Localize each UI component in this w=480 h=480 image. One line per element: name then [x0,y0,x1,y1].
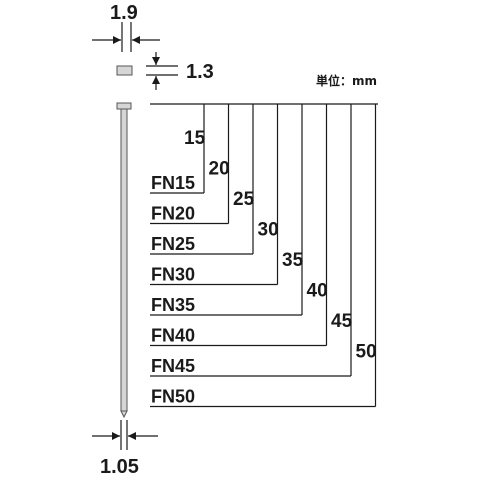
model-name-label: FN45 [151,356,195,376]
nail-side-view [116,102,132,419]
head-cross-section [116,65,133,76]
model-name-label: FN50 [151,387,195,407]
model-name-label: FN40 [151,326,195,346]
shank-width-label: 1.05 [100,456,139,478]
nail-tip [120,410,128,419]
length-value-label: 40 [307,281,328,302]
length-value-label: 45 [331,311,353,332]
length-value-label: 35 [282,250,304,271]
head-width-arrowhead-right [132,36,140,44]
head-width-dimension: 1.9 [92,2,160,52]
head-thickness-dimension: 1.3 [146,52,214,90]
model-name-label: FN20 [151,204,195,224]
head-thickness-arrowhead-bottom [152,76,160,84]
model-name-label: FN35 [151,295,195,315]
length-value-label: 15 [184,128,206,149]
length-value-label: 30 [258,220,279,241]
nail-head [116,102,132,110]
length-value-label: 50 [356,342,377,363]
length-value-label: 20 [209,159,230,180]
head-width-arrowhead-left [113,36,121,44]
nail-shank [120,108,128,412]
model-name-label: FN15 [151,173,195,193]
shank-width-dimension: 1.05 [92,420,158,478]
shank-width-arrowhead-left [112,432,120,440]
unit-label: 単位：mm [316,73,377,88]
head-thickness-arrowhead-top [152,57,160,65]
shank-width-arrowhead-right [128,432,136,440]
length-value-label: 25 [233,189,255,210]
model-name-label: FN30 [151,265,195,285]
head-thickness-label: 1.3 [186,61,214,83]
head-width-label: 1.9 [110,2,138,24]
model-name-label: FN25 [151,234,195,254]
